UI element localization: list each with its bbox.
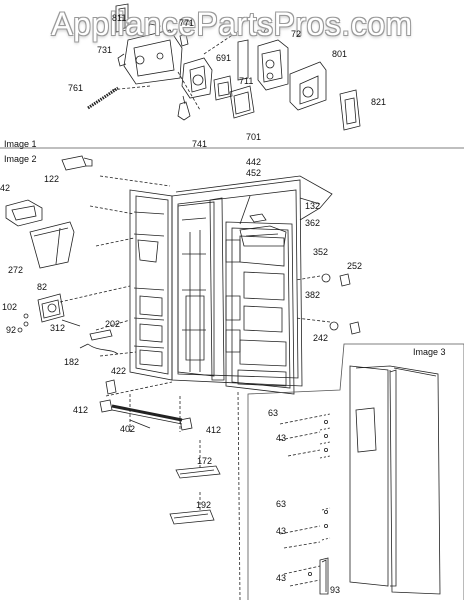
callout-821: 821 bbox=[371, 97, 387, 107]
image-2-artwork bbox=[5, 155, 361, 600]
callout-202: 202 bbox=[105, 319, 121, 329]
callout-43-middle: 43 bbox=[276, 526, 287, 536]
callout-92: 92 bbox=[6, 325, 17, 335]
image-1-artwork bbox=[87, 3, 361, 131]
callout-252: 252 bbox=[347, 261, 363, 271]
callout-102: 102 bbox=[2, 302, 18, 312]
callout-352: 352 bbox=[313, 247, 329, 257]
callout-691: 691 bbox=[216, 53, 232, 63]
watermark: AppliancePartsPros.com bbox=[51, 6, 413, 42]
callout-312: 312 bbox=[50, 323, 66, 333]
callout-242: 242 bbox=[313, 333, 329, 343]
callout-442: 442 bbox=[246, 157, 262, 167]
callout-82: 82 bbox=[37, 282, 48, 292]
callout-362: 362 bbox=[305, 218, 321, 228]
callout-412-right: 412 bbox=[206, 425, 222, 435]
image-3-artwork bbox=[247, 343, 464, 600]
callout-761: 761 bbox=[68, 83, 84, 93]
callout-132: 132 bbox=[305, 201, 321, 211]
callout-272: 272 bbox=[8, 265, 24, 275]
callout-43-bottom: 43 bbox=[276, 573, 287, 583]
callout-72: 72 bbox=[291, 29, 302, 39]
callout-63-top: 63 bbox=[268, 408, 279, 418]
callout-741: 741 bbox=[192, 139, 208, 149]
callout-422: 422 bbox=[111, 366, 127, 376]
callout-452: 452 bbox=[246, 168, 262, 178]
callout-93: 93 bbox=[330, 585, 341, 595]
panel-title-image-2: Image 2 bbox=[4, 154, 37, 164]
callout-801: 801 bbox=[332, 49, 348, 59]
callout-811: 811 bbox=[112, 13, 127, 23]
callout-182: 182 bbox=[64, 357, 80, 367]
callout-711: 711 bbox=[239, 76, 254, 86]
panel-title-image-3: Image 3 bbox=[413, 347, 446, 357]
callout-402: 402 bbox=[120, 424, 136, 434]
callout-172: 172 bbox=[197, 456, 213, 466]
callout-701: 701 bbox=[246, 132, 262, 142]
callout-731: 731 bbox=[97, 45, 113, 55]
callout-42: 42 bbox=[0, 183, 11, 193]
callout-771: 771 bbox=[179, 18, 195, 28]
callout-382: 382 bbox=[305, 290, 321, 300]
callout-122: 122 bbox=[44, 174, 60, 184]
panel-title-image-1: Image 1 bbox=[4, 139, 37, 149]
callout-63-bottom: 63 bbox=[276, 499, 287, 509]
callout-192: 192 bbox=[196, 500, 212, 510]
callout-412-left: 412 bbox=[73, 405, 89, 415]
callout-43-top: 43 bbox=[276, 433, 287, 443]
